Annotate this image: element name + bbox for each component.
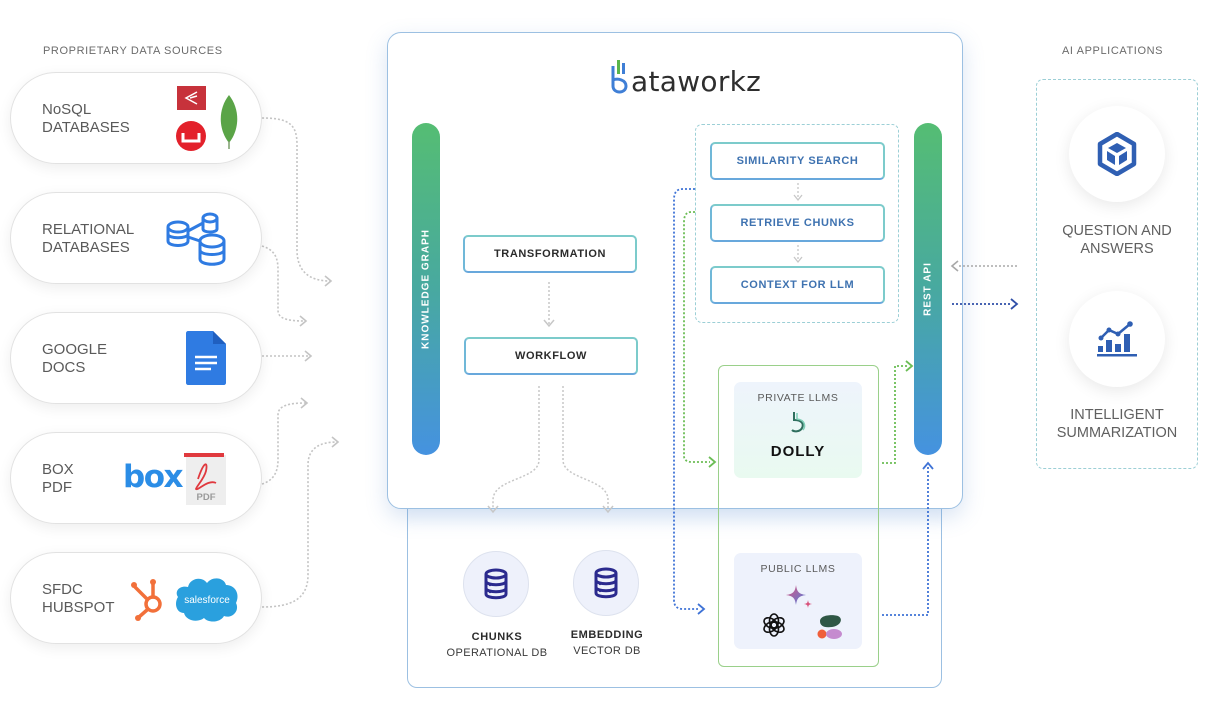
question-answers-label: QUESTION AND ANSWERS [1062, 223, 1172, 257]
summarization-label: INTELLIGENT SUMMARIZATION [1056, 407, 1178, 441]
source-label: BOX PDF [42, 461, 74, 496]
cohere-icon [817, 615, 842, 639]
dolly-label: DOLLY [770, 443, 826, 460]
nosql-icons [176, 86, 238, 151]
pdf-icon: PDF [184, 453, 226, 505]
source-label: SFDC HUBSPOT [42, 581, 115, 616]
source-relational-databases[interactable]: RELATIONAL DATABASES [10, 192, 262, 284]
similarity-search-step[interactable]: SIMILARITY SEARCH [710, 142, 885, 180]
connector-relational [261, 245, 306, 322]
source-nosql-databases[interactable]: NoSQL DATABASES [10, 72, 262, 164]
workflow-step[interactable]: WORKFLOW [464, 337, 638, 375]
embedding-db-label: EMBEDDING VECTOR DB [547, 629, 667, 657]
llm-column [718, 365, 879, 667]
chunks-db-title: CHUNKS [471, 631, 523, 643]
salesforce-icon: salesforce [176, 578, 238, 622]
relational-database-icon [166, 212, 226, 266]
database-icon [484, 568, 508, 600]
couchbase-icon [176, 121, 206, 151]
embedding-db-icon-circle [573, 550, 639, 616]
chunks-db-subtitle: OPERATIONAL DB [446, 647, 548, 659]
connector-box-pdf [261, 402, 307, 485]
salesforce-text: salesforce [184, 595, 230, 606]
knowledge-graph-bar: KNOWLEDGE GRAPH [412, 123, 440, 455]
connector-sfdc [261, 441, 338, 608]
context-for-llm-step[interactable]: CONTEXT FOR LLM [710, 266, 885, 304]
question-answers-icon-circle[interactable] [1069, 106, 1165, 202]
embedding-db-title: EMBEDDING [570, 629, 644, 641]
public-llms-title: PUBLIC LLMS [760, 563, 836, 575]
chunks-db-label: CHUNKS OPERATIONAL DB [437, 631, 557, 659]
source-box-pdf[interactable]: BOX PDF box PDF [10, 432, 262, 524]
chart-icon [1097, 321, 1137, 357]
source-google-docs[interactable]: GOOGLE DOCS [10, 312, 262, 404]
google-docs-icon [186, 331, 226, 385]
ai-applications-panel [1036, 79, 1198, 469]
source-label: RELATIONAL DATABASES [42, 221, 135, 256]
dataworkz-logo: ataworkz [604, 58, 761, 96]
source-sfdc-hubspot[interactable]: SFDC HUBSPOT salesforce [10, 552, 262, 644]
rest-api-label: REST API [922, 262, 934, 316]
gemini-icon [786, 585, 812, 608]
database-icon [594, 567, 618, 599]
summarization-icon-circle[interactable] [1069, 291, 1165, 387]
box-logo: box [123, 459, 183, 495]
pdf-text: PDF [197, 492, 216, 503]
embedding-db-subtitle: VECTOR DB [573, 645, 641, 657]
dataworkz-logo-icon [611, 60, 628, 94]
transformation-step[interactable]: TRANSFORMATION [463, 235, 637, 273]
source-label: NoSQL DATABASES [42, 101, 130, 136]
connector-nosql [261, 117, 331, 282]
ai-applications-heading: AI APPLICATIONS [1062, 45, 1164, 57]
rest-api-bar: REST API [914, 123, 942, 455]
hubspot-icon [131, 579, 162, 621]
openai-icon [763, 613, 785, 637]
private-llms-card[interactable]: PRIVATE LLMS DOLLY [734, 382, 862, 478]
public-llms-card[interactable]: PUBLIC LLMS [734, 553, 862, 649]
chunks-db-icon-circle [463, 551, 529, 617]
sources-heading: PROPRIETARY DATA SOURCES [43, 45, 223, 57]
mongodb-icon [220, 95, 238, 149]
retrieve-chunks-step[interactable]: RETRIEVE CHUNKS [710, 204, 885, 242]
source-label: GOOGLE DOCS [42, 341, 108, 376]
knowledge-graph-label: KNOWLEDGE GRAPH [420, 229, 432, 349]
cube-icon [1097, 132, 1137, 176]
logo-text: ataworkz [631, 65, 762, 98]
private-llms-title: PRIVATE LLMS [757, 392, 839, 404]
cassandra-icon [177, 86, 206, 110]
dolly-icon [791, 412, 806, 433]
